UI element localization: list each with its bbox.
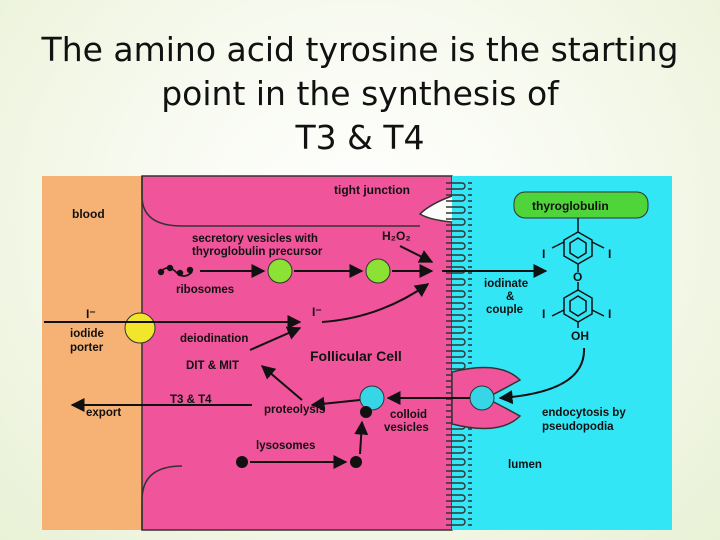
lysosome-2: [350, 456, 362, 468]
label-secretory-vesicles-1: secretory vesicles with: [192, 233, 318, 245]
lysosome-1: [236, 456, 248, 468]
label-lysosomes: lysosomes: [256, 440, 315, 452]
label-export: export: [86, 407, 121, 419]
iodide-porter: [124, 312, 156, 344]
label-tight-junction: tight junction: [334, 183, 410, 197]
label-colloid-2: vesicles: [384, 422, 429, 434]
label-oxygen: O: [573, 270, 582, 284]
label-ribosomes: ribosomes: [176, 284, 234, 296]
thyroxine-structure: [551, 231, 605, 328]
arrow-h2o2: [399, 245, 434, 263]
title-line-1: The amino acid tyrosine is the starting: [41, 30, 679, 69]
label-follicular-cell: Follicular Cell: [310, 348, 402, 364]
secretory-vesicle-1: [267, 258, 293, 284]
label-iodide-ion-mid: I⁻: [312, 305, 322, 319]
label-colloid-1: colloid: [390, 409, 427, 421]
lumen-region: [452, 176, 672, 530]
label-h2o2: H₂O₂: [382, 229, 411, 243]
label-endocytosis-1: endocytosis by: [542, 407, 626, 419]
arrow-proteolysis-to-dit: [260, 365, 303, 401]
label-proteolysis: proteolysis: [264, 404, 325, 416]
label-iodine-br: I: [608, 307, 611, 321]
arrow-lysosome-up: [354, 420, 369, 455]
cell-membrane-upper: [141, 176, 420, 227]
label-t3-t4: T3 & T4: [170, 394, 212, 406]
label-iodine-tr: I: [608, 247, 611, 261]
arrow-to-endocytosis: [498, 347, 586, 405]
label-iodine-tl: I: [542, 247, 545, 261]
label-lumen: lumen: [508, 459, 542, 471]
microvilli-border: [446, 178, 472, 528]
label-iodide-ion-left: I⁻: [86, 307, 96, 321]
label-oh: OH: [571, 329, 589, 343]
label-iodinate-2: &: [506, 291, 514, 303]
label-iodide-porter-2: porter: [70, 342, 104, 354]
label-secretory-vesicles-2: thyroglobulin precursor: [192, 246, 323, 258]
title-line-3: T3 & T4: [295, 118, 425, 157]
colloid-vesicle-cell: [359, 385, 385, 411]
arrow-iodide-to-lumen: [321, 283, 430, 323]
label-endocytosis-2: pseudopodia: [542, 421, 614, 433]
secretory-vesicle-2: [365, 258, 391, 284]
label-blood: blood: [72, 207, 105, 221]
label-iodine-bl: I: [542, 307, 545, 321]
ribosomes-icon: [157, 264, 194, 277]
colloid-vesicle-lumen: [469, 385, 495, 411]
label-dit-mit: DIT & MIT: [186, 360, 239, 372]
label-thyroglobulin: thyroglobulin: [532, 199, 609, 213]
lysosome-fused: [360, 406, 372, 418]
title-line-2: point in the synthesis of: [161, 74, 559, 113]
label-iodinate-3: couple: [486, 304, 523, 316]
label-deiodination: deiodination: [180, 333, 248, 345]
arrow-dit-to-deiodination: [249, 326, 302, 351]
label-iodide-porter-1: iodide: [70, 328, 104, 340]
slide-title: The amino acid tyrosine is the starting …: [0, 28, 720, 160]
thyroglobulin-box: [513, 191, 649, 219]
arrow-colloid-to-proteolysis: [310, 396, 361, 411]
blood-region: [42, 176, 142, 530]
cell-membrane-lower: [141, 465, 183, 530]
label-iodinate-1: iodinate: [484, 278, 528, 290]
